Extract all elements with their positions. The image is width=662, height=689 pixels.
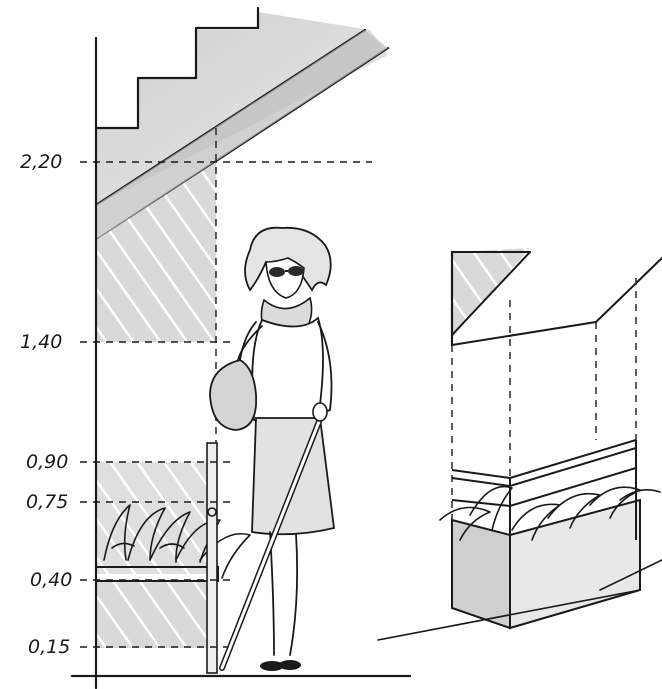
right-ground-line-2 — [599, 559, 662, 591]
bollard-post — [206, 442, 218, 674]
right-planter-leaves — [439, 485, 661, 541]
shoulder-bag — [209, 359, 258, 431]
woman-legs — [269, 531, 299, 656]
height-label-2-20: 2,20 — [20, 151, 62, 173]
right-stair-stringer — [451, 251, 531, 336]
stair-step-outline — [94, 6, 260, 130]
right-ground-line-1 — [377, 589, 641, 641]
height-label-0-15: 0,15 — [28, 636, 70, 658]
height-label-0-40: 0,40 — [30, 569, 72, 591]
reference-lines — [80, 161, 372, 648]
woman-hand — [312, 402, 328, 422]
woman-shoe-right — [279, 660, 301, 670]
stair-stringer-band — [96, 30, 388, 240]
left-staircase-section — [70, 6, 412, 689]
planter-box — [95, 566, 219, 582]
right-staircase-section — [377, 248, 662, 641]
sunglasses-icon — [269, 266, 304, 277]
right-railing — [451, 439, 637, 540]
woman-right-arm — [317, 321, 333, 415]
woman-sweater — [251, 316, 324, 421]
height-label-0-75: 0,75 — [26, 491, 68, 513]
woman-face — [265, 257, 305, 299]
woman-skirt — [251, 417, 335, 536]
hazard-zone-low — [96, 580, 216, 648]
hazard-zone-planter — [96, 462, 216, 574]
bag-strap — [239, 321, 257, 361]
woman-left-arm — [237, 325, 263, 361]
bollard-ring — [207, 507, 217, 517]
hazard-zone-upper — [96, 162, 216, 342]
right-planter-box — [451, 518, 511, 630]
woman-shoe-left — [260, 661, 284, 671]
height-label-0-90: 0,90 — [26, 451, 68, 473]
height-labels: 2,20 1,40 0,90 0,75 0,40 0,15 — [20, 151, 72, 658]
height-label-1-40: 1,40 — [20, 331, 62, 353]
visually-impaired-woman — [209, 226, 335, 671]
